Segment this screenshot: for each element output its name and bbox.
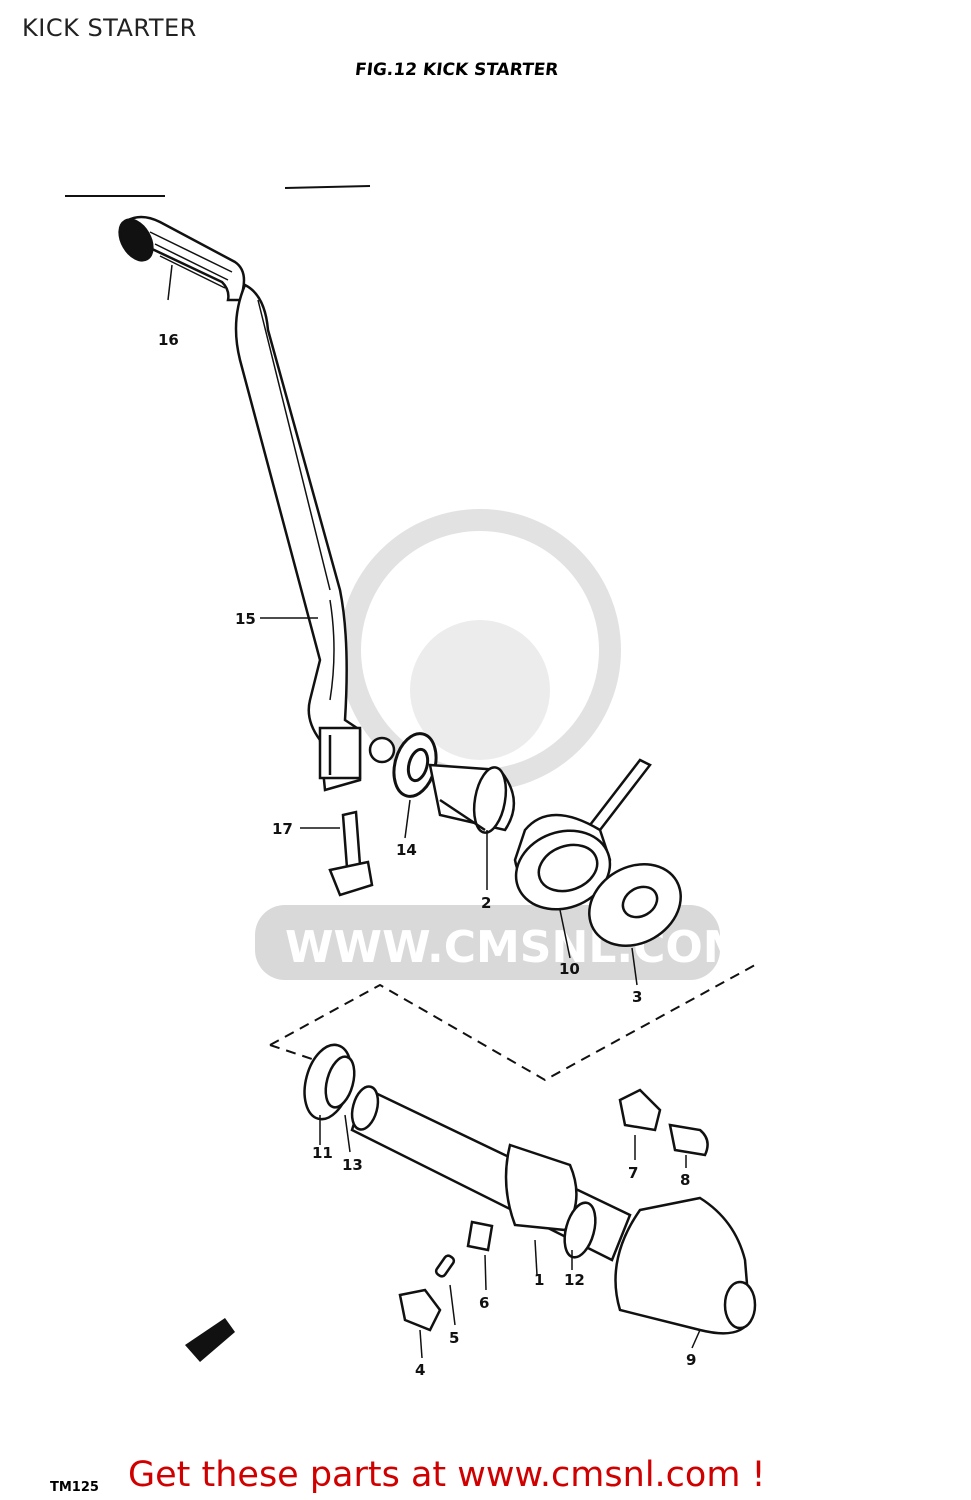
callout-labels: 16 15 17 14 2 10 3 11 13 7 8 1 12 6 5 4 … [158, 331, 696, 1379]
direction-arrow [185, 1318, 235, 1362]
footer-cta-link[interactable]: Get these parts at www.cmsnl.com ! [128, 1455, 766, 1495]
callout-1: 1 [534, 1271, 544, 1289]
leader-lines [167, 264, 701, 1359]
cmsnl-watermark: WWW.CMSNL.COM [255, 509, 747, 980]
callout-11: 11 [312, 1144, 333, 1162]
oil-seal-14 [392, 732, 438, 798]
callout-9: 9 [686, 1351, 696, 1369]
assembly-dash-line [269, 964, 756, 1082]
callout-2: 2 [481, 894, 491, 912]
callout-6: 6 [479, 1294, 489, 1312]
callout-7: 7 [628, 1164, 638, 1182]
screw-8 [668, 1123, 709, 1157]
callout-16: 16 [158, 331, 179, 349]
watermark-text: WWW.CMSNL.COM [285, 922, 747, 973]
page-title: KICK STARTER [22, 14, 197, 42]
callout-12: 12 [564, 1271, 585, 1289]
washer-3 [588, 863, 682, 947]
callout-3: 3 [632, 988, 642, 1006]
callout-15: 15 [235, 610, 256, 628]
bolt-17 [328, 810, 374, 897]
stopper-4 [398, 1288, 442, 1332]
callout-13: 13 [342, 1156, 363, 1174]
callout-4: 4 [415, 1361, 425, 1379]
kick-guide-2 [428, 763, 516, 834]
pin-5 [434, 1254, 456, 1278]
callout-10: 10 [559, 960, 580, 978]
model-code: TM125 [50, 1480, 99, 1495]
small-parts [398, 1088, 709, 1332]
kick-shaft-assembly [303, 1043, 757, 1335]
kick-lever [118, 215, 396, 792]
callout-5: 5 [449, 1329, 459, 1347]
spring-6 [466, 1220, 494, 1252]
lock-plate-7 [618, 1088, 662, 1132]
kick-spring-10 [513, 758, 652, 911]
callout-8: 8 [680, 1171, 690, 1189]
callout-14: 14 [396, 841, 417, 859]
callout-17: 17 [272, 820, 293, 838]
